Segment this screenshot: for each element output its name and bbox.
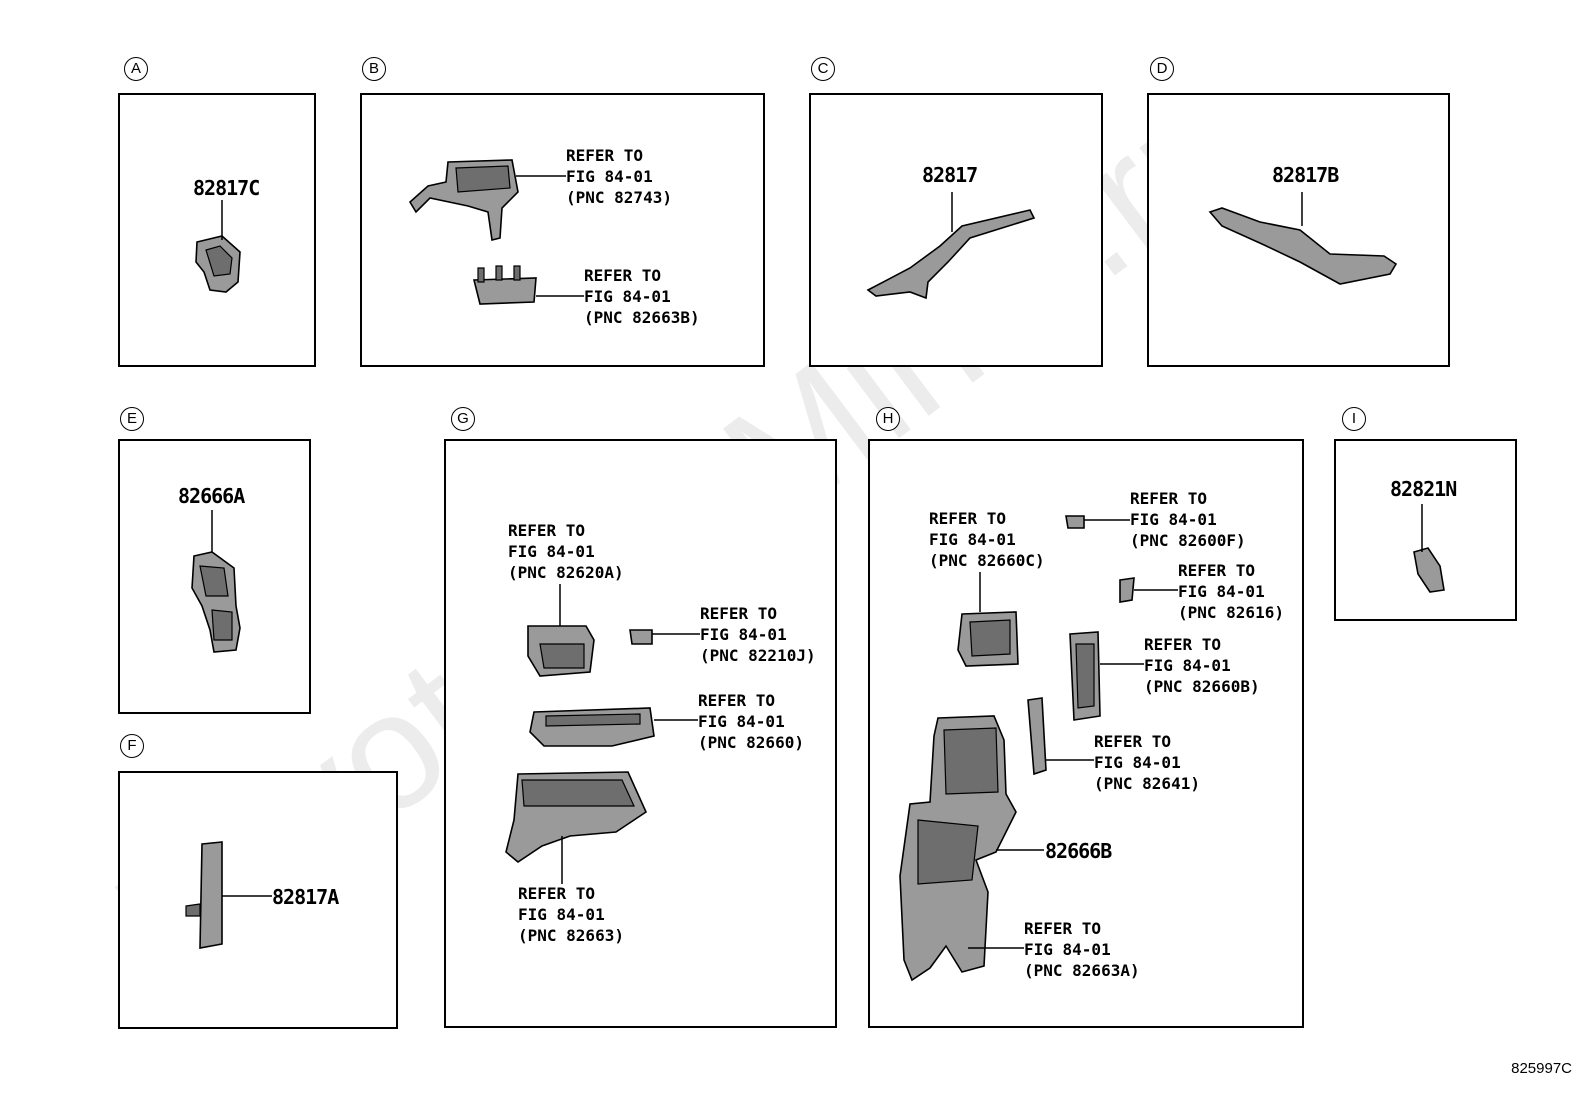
ref-line: REFER TO	[698, 691, 776, 710]
panel-f	[118, 771, 398, 1029]
ref-line: FIG 84-01	[518, 905, 605, 924]
part-number-82817a: 82817A	[272, 885, 339, 909]
ref-line: REFER TO	[1130, 489, 1208, 508]
ref-line: (PNC 82641)	[1094, 774, 1200, 793]
panel-e-badge: E	[120, 407, 144, 431]
ref-line: FIG 84-01	[508, 542, 595, 561]
ref-callout-82743: REFER TO FIG 84-01 (PNC 82743)	[566, 145, 672, 208]
ref-line: (PNC 82210J)	[700, 646, 816, 665]
ref-callout-82620a: REFER TO FIG 84-01 (PNC 82620A)	[508, 520, 624, 583]
panel-a-badge: A	[124, 57, 148, 81]
figure-id: 825997C	[1511, 1060, 1572, 1077]
ref-line: FIG 84-01	[698, 712, 785, 731]
ref-line: REFER TO	[1178, 561, 1256, 580]
ref-line: REFER TO	[700, 604, 778, 623]
ref-line: REFER TO	[566, 146, 644, 165]
ref-callout-82663: REFER TO FIG 84-01 (PNC 82663)	[518, 883, 624, 946]
ref-line: (PNC 82663)	[518, 926, 624, 945]
ref-line: FIG 84-01	[1178, 582, 1265, 601]
ref-callout-82663b: REFER TO FIG 84-01 (PNC 82663B)	[584, 265, 700, 328]
ref-line: FIG 84-01	[1094, 753, 1181, 772]
ref-line: FIG 84-01	[929, 530, 1016, 549]
ref-line: REFER TO	[929, 509, 1007, 528]
ref-line: REFER TO	[508, 521, 586, 540]
panel-d-badge: D	[1150, 57, 1174, 81]
panel-a	[118, 93, 316, 367]
panel-h-badge: H	[876, 407, 900, 431]
ref-line: FIG 84-01	[584, 287, 671, 306]
part-number-82817c: 82817C	[193, 176, 260, 200]
ref-line: FIG 84-01	[1130, 510, 1217, 529]
ref-line: (PNC 82600F)	[1130, 531, 1246, 550]
ref-line: REFER TO	[1144, 635, 1222, 654]
ref-callout-82660c: REFER TO FIG 84-01 (PNC 82660C)	[929, 508, 1045, 571]
panel-d	[1147, 93, 1450, 367]
ref-callout-82663a: REFER TO FIG 84-01 (PNC 82663A)	[1024, 918, 1140, 981]
ref-line: (PNC 82620A)	[508, 563, 624, 582]
panel-i-badge: I	[1342, 407, 1366, 431]
ref-line: (PNC 82663B)	[584, 308, 700, 327]
panel-i	[1334, 439, 1517, 621]
ref-callout-82616: REFER TO FIG 84-01 (PNC 82616)	[1178, 560, 1284, 623]
ref-line: (PNC 82660C)	[929, 551, 1045, 570]
part-number-82817b: 82817B	[1272, 163, 1339, 187]
panel-c-badge: C	[811, 57, 835, 81]
panel-e	[118, 439, 311, 714]
ref-line: FIG 84-01	[1024, 940, 1111, 959]
ref-line: REFER TO	[1094, 732, 1172, 751]
ref-line: (PNC 82743)	[566, 188, 672, 207]
ref-callout-82660: REFER TO FIG 84-01 (PNC 82660)	[698, 690, 804, 753]
part-number-82666a: 82666A	[178, 484, 245, 508]
ref-callout-82660b: REFER TO FIG 84-01 (PNC 82660B)	[1144, 634, 1260, 697]
panel-c	[809, 93, 1103, 367]
panel-g-badge: G	[451, 407, 475, 431]
ref-line: REFER TO	[518, 884, 596, 903]
ref-line: (PNC 82660B)	[1144, 677, 1260, 696]
ref-callout-82641: REFER TO FIG 84-01 (PNC 82641)	[1094, 731, 1200, 794]
panel-f-badge: F	[120, 734, 144, 758]
ref-callout-82600f: REFER TO FIG 84-01 (PNC 82600F)	[1130, 488, 1246, 551]
ref-line: REFER TO	[1024, 919, 1102, 938]
panel-b	[360, 93, 765, 367]
ref-line: REFER TO	[584, 266, 662, 285]
ref-line: FIG 84-01	[1144, 656, 1231, 675]
part-number-82666b: 82666B	[1045, 839, 1112, 863]
part-number-82821n: 82821N	[1390, 477, 1457, 501]
ref-line: FIG 84-01	[700, 625, 787, 644]
ref-line: (PNC 82660)	[698, 733, 804, 752]
ref-line: (PNC 82663A)	[1024, 961, 1140, 980]
panel-b-badge: B	[362, 57, 386, 81]
ref-callout-82210j: REFER TO FIG 84-01 (PNC 82210J)	[700, 603, 816, 666]
part-number-82817: 82817	[922, 163, 978, 187]
ref-line: (PNC 82616)	[1178, 603, 1284, 622]
ref-line: FIG 84-01	[566, 167, 653, 186]
